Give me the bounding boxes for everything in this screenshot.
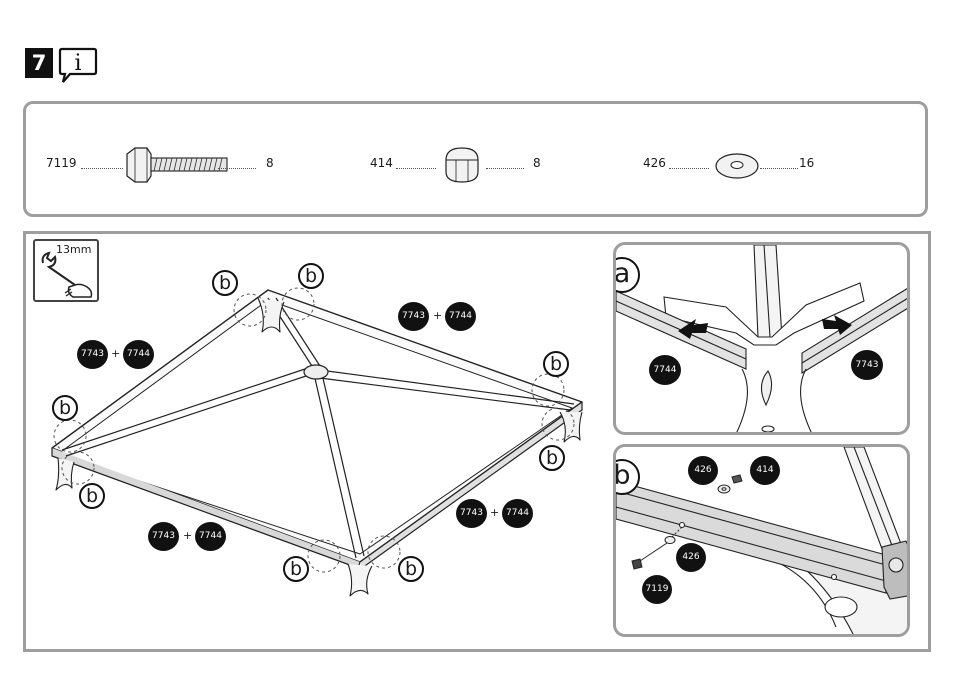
part-badge: 7744 — [649, 355, 681, 385]
leader-line — [486, 168, 524, 169]
part-cap-nut: 414 8 — [346, 104, 606, 220]
part-badge: 7119 — [642, 575, 672, 604]
part-code: 414 — [370, 156, 393, 170]
part-badge: 7743 — [77, 340, 108, 369]
part-badge: 7744 — [445, 302, 476, 331]
part-washer: 426 16 — [626, 104, 916, 220]
part-badge: 7744 — [195, 522, 226, 551]
part-badge: 7743 — [456, 499, 487, 528]
leader-line — [81, 168, 123, 169]
info-bubble-icon: i — [58, 46, 98, 86]
wrench-hand-icon — [41, 251, 93, 298]
part-badge: 7744 — [123, 340, 154, 369]
detail-a-panel: a 7744 7743 — [613, 242, 910, 435]
callout-b: b — [543, 351, 569, 377]
part-badge: 426 — [688, 456, 718, 485]
washer-icon — [715, 153, 759, 179]
assembly-panel — [23, 231, 931, 652]
part-badge: 414 — [750, 456, 780, 485]
part-badge: 426 — [676, 543, 706, 572]
callout-b: b — [212, 270, 238, 296]
detail-b-panel: b 426 414 426 7119 — [613, 444, 910, 637]
roof-frame-drawing — [51, 287, 583, 597]
step-number-badge: 7 — [25, 48, 53, 78]
tool-size-label: 13mm — [56, 243, 92, 256]
plus-sign: + — [490, 506, 500, 519]
part-badge: 7743 — [851, 350, 883, 380]
leader-line — [760, 168, 798, 169]
callout-b: b — [539, 445, 565, 471]
cap-nut-icon — [445, 147, 479, 183]
detail-a-drawing — [616, 245, 907, 432]
info-glyph: i — [74, 51, 81, 76]
callout-b: b — [79, 483, 105, 509]
leader-line — [669, 168, 709, 169]
part-quantity: 8 — [533, 156, 541, 170]
leader-line — [396, 168, 436, 169]
plus-sign: + — [183, 529, 193, 542]
part-quantity: 16 — [799, 156, 815, 170]
callout-b: b — [52, 395, 78, 421]
part-bolt: 7119 8 — [26, 104, 326, 220]
bolt-icon — [126, 147, 228, 183]
detail-b-drawing — [616, 447, 907, 634]
callout-b: b — [298, 263, 324, 289]
callout-b: b — [283, 556, 309, 582]
part-badge: 7743 — [398, 302, 429, 331]
parts-list: 7119 8 414 8 — [23, 101, 928, 217]
part-badge: 7743 — [148, 522, 179, 551]
leader-line — [218, 168, 256, 169]
part-code: 426 — [643, 156, 666, 170]
part-code: 7119 — [46, 156, 77, 170]
part-quantity: 8 — [266, 156, 274, 170]
part-badge: 7744 — [502, 499, 533, 528]
plus-sign: + — [111, 347, 121, 360]
plus-sign: + — [433, 309, 443, 322]
callout-b: b — [398, 556, 424, 582]
tool-box — [33, 239, 99, 302]
